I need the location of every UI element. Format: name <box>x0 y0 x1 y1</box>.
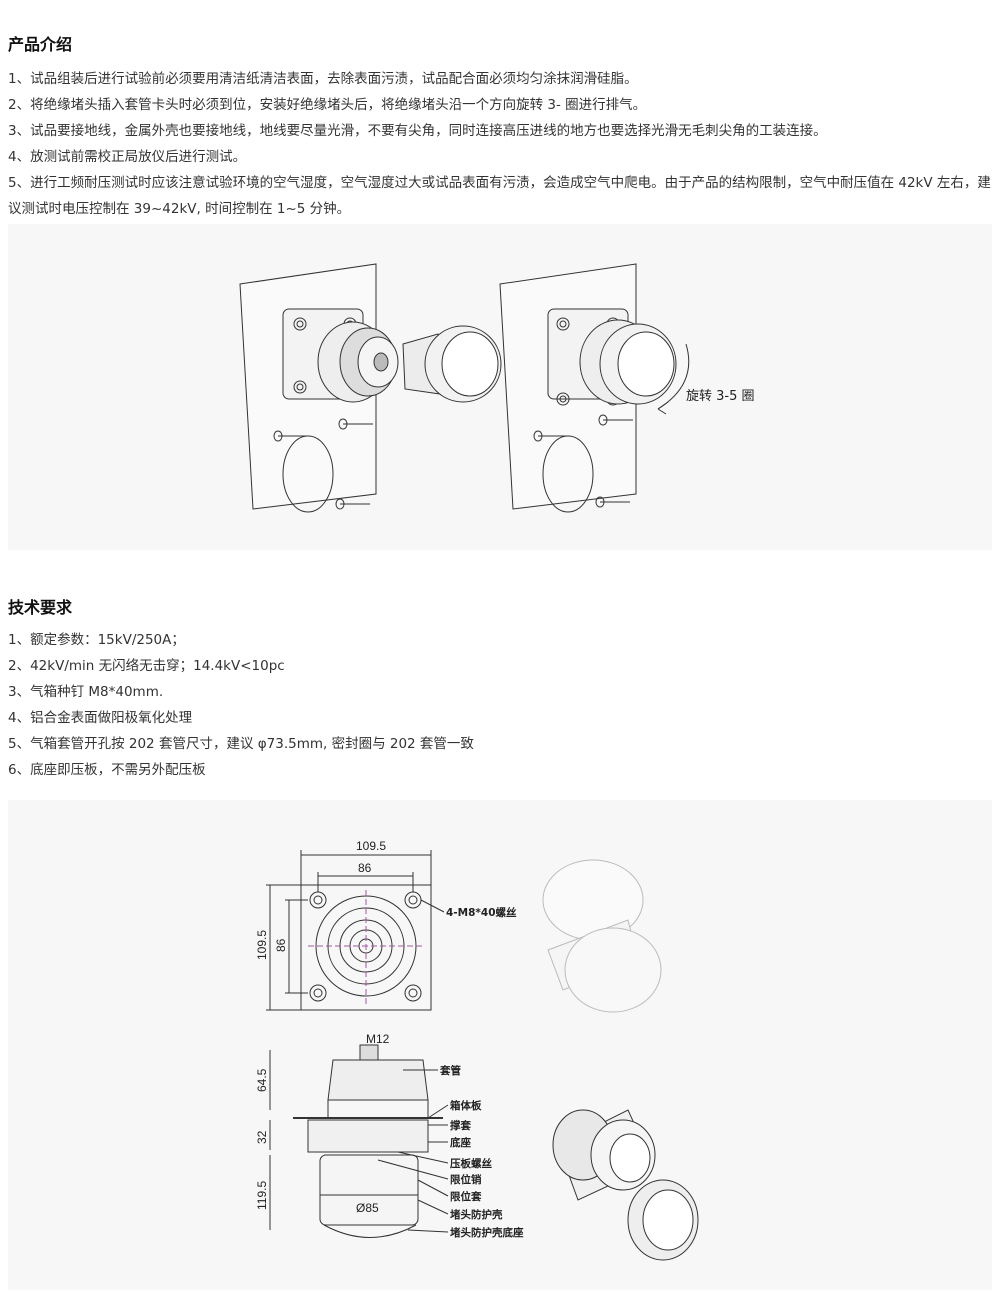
list-item: 6、底座即压板，不需另外配压板 <box>8 762 206 778</box>
part-label: 底座 <box>450 1136 471 1149</box>
dim-top-inner: 86 <box>358 861 372 875</box>
section-title-technical-requirements: 技术要求 <box>8 598 73 617</box>
bolt-label: 4-M8*40螺丝 <box>446 906 517 919</box>
part-label: 限位销 <box>450 1173 482 1186</box>
technical-drawing: 109.5 86 109.5 86 4-M8*40螺丝 M12 64.5 32 … <box>255 839 699 1261</box>
part-label: 堵头防护壳 <box>450 1208 503 1221</box>
dim-64: 64.5 <box>255 1068 269 1092</box>
part-label: 堵头防护壳底座 <box>450 1226 524 1239</box>
rotate-label: 旋转 3-5 圈 <box>686 389 755 404</box>
list-item: 2、42kV/min 无闪络无击穿；14.4kV<10pc <box>8 658 285 674</box>
list-item: 4、放测试前需校正局放仪后进行测试。 <box>8 149 247 165</box>
technical-drawing-figure: 109.5 86 109.5 86 4-M8*40螺丝 M12 64.5 32 … <box>8 800 992 1290</box>
list-item: 3、试品要接地线，金属外壳也要接地线，地线要尽量光滑，不要有尖角，同时连接高压进… <box>8 123 827 139</box>
product-intro-list: 1、试品组装后进行试验前必须要用清洁纸清洁表面，去除表面污渍，试品配合面必须均匀… <box>8 66 998 222</box>
part-label: 限位套 <box>450 1190 482 1203</box>
part-label: 套管 <box>439 1064 461 1077</box>
list-item: 1、额定参数：15kV/250A； <box>8 632 185 648</box>
installation-illustration: 旋转 3-5 圈 <box>239 263 755 513</box>
list-item: 2、将绝缘堵头插入套管卡头时必须到位，安装好绝缘堵头后，将绝缘堵头沿一个方向旋转… <box>8 97 647 113</box>
thread-label: M12 <box>366 1032 390 1046</box>
list-item: 4、铝合金表面做阳极氧化处理 <box>8 710 193 726</box>
section-title-product-intro: 产品介绍 <box>8 35 73 54</box>
dim-side-inner: 86 <box>274 938 288 952</box>
dim-side-outer: 109.5 <box>255 930 269 960</box>
installation-figure: 旋转 3-5 圈 <box>8 224 992 550</box>
technical-requirements-list: 1、额定参数：15kV/250A； 2、42kV/min 无闪络无击穿；14.4… <box>8 627 998 783</box>
dim-top-outer: 109.5 <box>356 839 386 853</box>
list-item: 5、进行工频耐压测试时应该注意试验环境的空气湿度，空气湿度过大或试品表面有污渍，… <box>8 175 991 217</box>
dim-119: 119.5 <box>255 1181 269 1210</box>
part-label: 撑套 <box>450 1119 471 1132</box>
dim-32: 32 <box>255 1130 269 1144</box>
list-item: 5、气箱套管开孔按 202 套管尺寸，建议 φ73.5mm, 密封圈与 202 … <box>8 736 474 752</box>
list-item: 3、气箱种钉 M8*40mm. <box>8 684 164 700</box>
part-label: 箱体板 <box>450 1099 482 1112</box>
list-item: 1、试品组装后进行试验前必须要用清洁纸清洁表面，去除表面污渍，试品配合面必须均匀… <box>8 71 638 87</box>
part-label: 压板螺丝 <box>450 1157 492 1170</box>
diameter-label: Ø85 <box>356 1201 379 1215</box>
